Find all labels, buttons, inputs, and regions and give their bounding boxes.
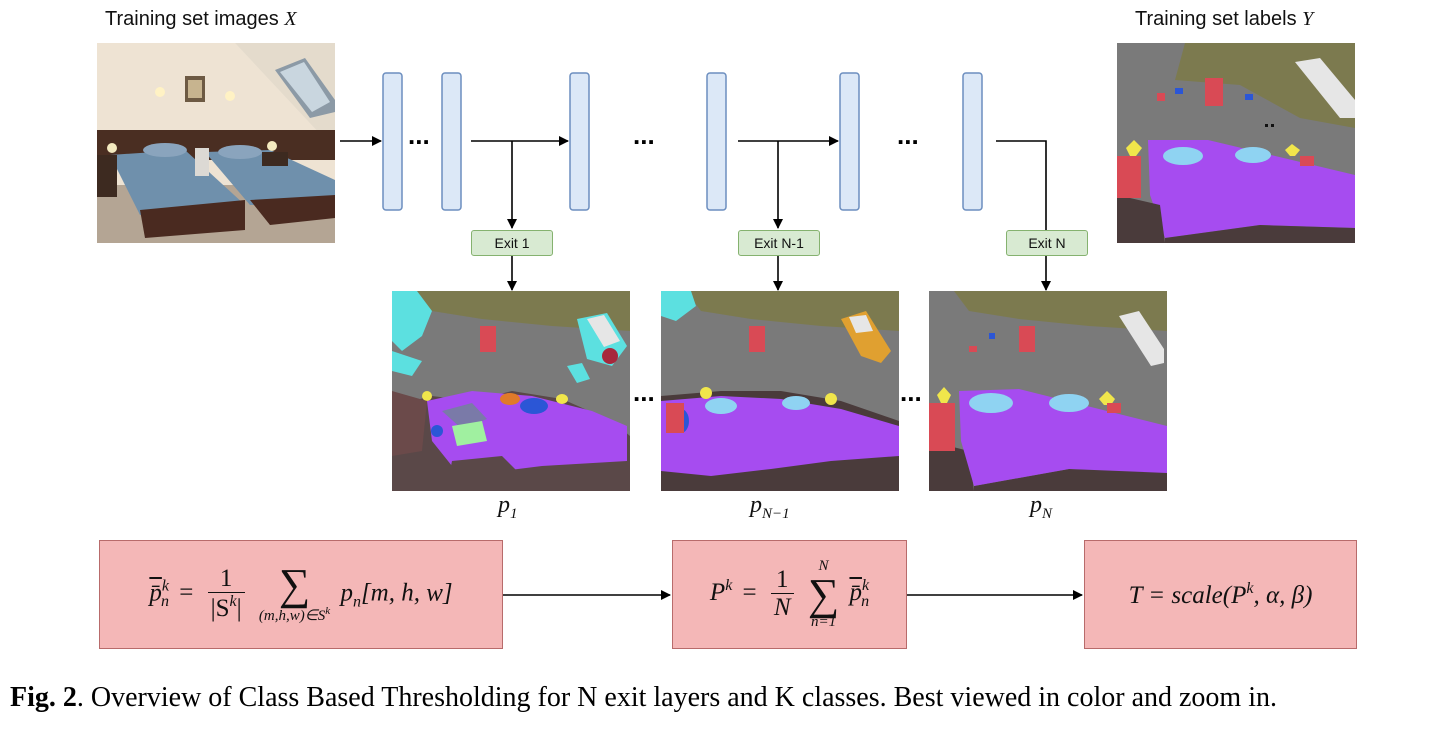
- ellipsis-layers-1: ...: [408, 120, 430, 150]
- seg-noise: [567, 363, 590, 383]
- formula-threshold: T = scale(Pk, α, β): [1128, 579, 1313, 609]
- seg-floor: [929, 441, 974, 491]
- formula-box-class-mean: p̄kn = 1|Sk| ∑(m,h,w)∈Sk pn[m, h, w]: [99, 540, 503, 649]
- seg-nightstand: [969, 346, 977, 352]
- exit-n-1-label: Exit N-1: [738, 230, 820, 256]
- seg-nightstand: [1107, 403, 1121, 413]
- seg-window: [587, 315, 620, 347]
- seg-pillow: [705, 398, 737, 414]
- seg-noise: [520, 398, 548, 414]
- seg-ceiling: [954, 291, 1167, 331]
- exit-n-label: Exit N: [1006, 230, 1088, 256]
- layer-block-4: [706, 72, 727, 211]
- seg-lamp: [422, 391, 432, 401]
- seg-floor: [974, 469, 1167, 491]
- seg-pillow: [782, 396, 810, 410]
- layer-block-6: [962, 72, 983, 211]
- seg-noise: [431, 425, 443, 437]
- seg-nightstand: [480, 326, 496, 352]
- figure-caption: Fig. 2. Overview of Class Based Threshol…: [10, 682, 1277, 714]
- seg-noise: [452, 421, 487, 446]
- seg-noise: [500, 393, 520, 405]
- output-label-pn-1: pN−1: [750, 492, 790, 522]
- seg-noise: [392, 291, 432, 351]
- exit-1-label: Exit 1: [471, 230, 553, 256]
- network-layers: [382, 72, 983, 211]
- seg-noise: [989, 333, 995, 339]
- caption-label: Fig. 2: [10, 682, 77, 713]
- training-images-label: Training set images: [105, 8, 279, 30]
- seg-window: [1119, 311, 1164, 366]
- seg-bed: [661, 396, 899, 476]
- layer-block-5: [839, 72, 860, 211]
- seg-floor: [447, 456, 522, 491]
- training-images-var: X: [284, 8, 297, 30]
- formula-box-threshold: T = scale(Pk, α, β): [1084, 540, 1357, 649]
- seg-nightstand: [1019, 326, 1035, 352]
- layer-block-3: [569, 72, 590, 211]
- seg-ceiling: [417, 291, 630, 331]
- seg-floor: [392, 391, 427, 456]
- seg-lamp: [556, 394, 568, 404]
- training-labels-var: Y: [1302, 8, 1314, 30]
- caption-text: . Overview of Class Based Thresholding f…: [76, 682, 1277, 713]
- ellipsis-layers-2: ...: [633, 120, 655, 150]
- seg-pillow: [969, 393, 1013, 413]
- training-images-title: Training set images X: [105, 8, 297, 31]
- seg-pillow: [1049, 394, 1089, 412]
- formula-class-mean: p̄kn = 1|Sk| ∑(m,h,w)∈Sk pn[m, h, w]: [149, 559, 453, 624]
- training-labels-label: Training set labels: [1135, 8, 1297, 30]
- seg-lamp: [1099, 391, 1115, 405]
- layer-block-1: [382, 72, 403, 211]
- seg-window: [849, 315, 873, 333]
- seg-nightstand: [666, 403, 684, 433]
- layer-block-2: [441, 72, 462, 211]
- seg-nightstand: [929, 403, 955, 451]
- connectors: [340, 136, 1083, 600]
- seg-bed: [959, 389, 1167, 486]
- seg-lamp: [700, 387, 712, 399]
- output-label-p1: p1: [498, 492, 518, 522]
- seg-lamp: [937, 387, 951, 403]
- ellipsis-layers-3: ...: [897, 120, 919, 150]
- seg-nightstand: [749, 326, 765, 352]
- seg-noise: [602, 348, 618, 364]
- output-map-exit-1: [392, 291, 630, 491]
- output-map-exit-n-1: [661, 291, 899, 491]
- output-label-pn: pN: [1030, 492, 1053, 522]
- ground-truth-label-map: [1117, 43, 1355, 243]
- input-image-bedroom: [97, 43, 335, 243]
- training-labels-title: Training set labels Y: [1135, 8, 1313, 31]
- seg-noise: [392, 351, 422, 376]
- seg-noise: [661, 291, 696, 321]
- seg-lamp: [825, 393, 837, 405]
- ellipsis-maps-2: ...: [900, 377, 922, 407]
- output-map-exit-n: [929, 291, 1167, 491]
- ellipsis-maps-1: ...: [633, 377, 655, 407]
- line-to-exit-n: [996, 140, 1047, 230]
